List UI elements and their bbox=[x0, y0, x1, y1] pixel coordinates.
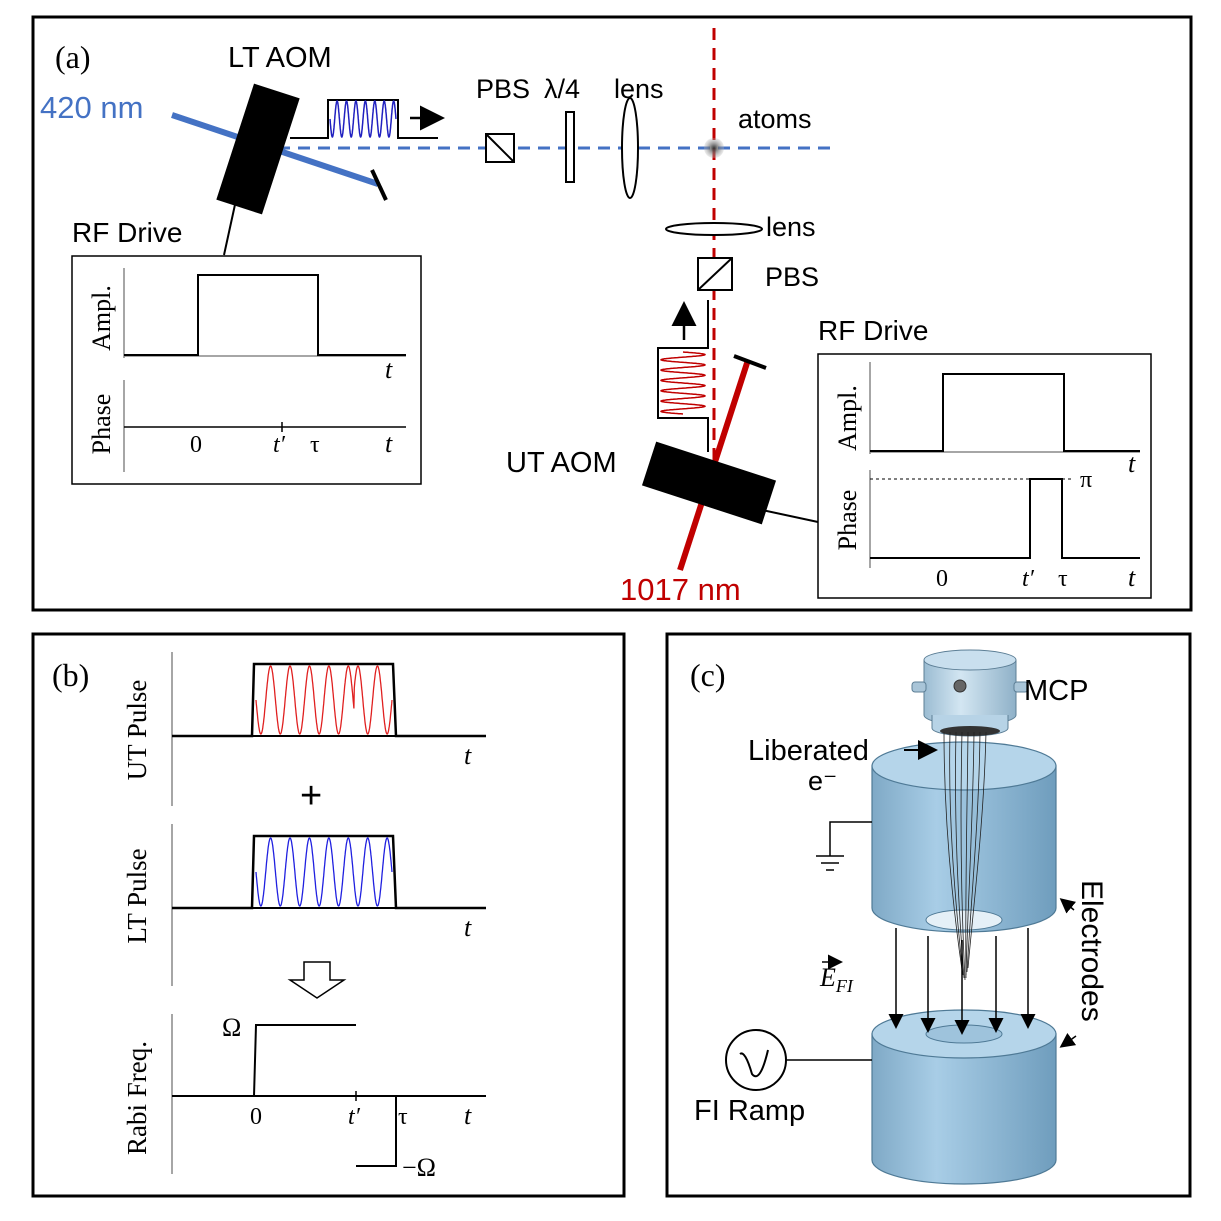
mcp-label: MCP bbox=[1024, 675, 1088, 707]
panel-b: (b) UT Pulse t + LT Pulse t bbox=[31, 632, 626, 1198]
omega-neg-label: −Ω bbox=[402, 1153, 436, 1182]
fi-ramp-label: FI Ramp bbox=[694, 1095, 805, 1127]
ut-pulse-t: t bbox=[464, 741, 472, 770]
ut-pulse-plot: UT Pulse t bbox=[122, 652, 486, 806]
plus-sign: + bbox=[300, 775, 322, 817]
rf-right-tick-0: 0 bbox=[936, 566, 948, 592]
rf-left-tick-tau: τ bbox=[310, 432, 320, 458]
rf-right-tick-tprime: t′ bbox=[1022, 566, 1035, 592]
ut-aom bbox=[641, 441, 777, 525]
rf-right-phase-label: Phase bbox=[833, 490, 862, 551]
rf-right-ampl-trace bbox=[870, 373, 1140, 452]
electrodes-label: Electrodes bbox=[1075, 880, 1108, 1022]
atom-cloud bbox=[704, 138, 724, 158]
panel-c-label: (c) bbox=[690, 657, 726, 693]
rf-drive-right-box bbox=[817, 353, 1152, 599]
beam-block-blue bbox=[370, 169, 388, 201]
ut-aom-label: UT AOM bbox=[506, 447, 617, 479]
atoms-label: atoms bbox=[738, 104, 812, 134]
rf-right-t1: t bbox=[1128, 449, 1136, 478]
rf-right-pi: π bbox=[1080, 467, 1092, 493]
fi-ramp-source-icon bbox=[725, 1029, 872, 1091]
rf-drive-right-ampl-plot: Ampl. t bbox=[833, 362, 1140, 478]
rabi-trace-neg bbox=[356, 1096, 397, 1167]
wavelength-blue-label: 420 nm bbox=[40, 90, 143, 125]
ut-aom-cable bbox=[761, 509, 819, 523]
rf-drive-left-phase-plot: Phase 0 t′ τ t bbox=[87, 380, 406, 472]
rf-right-ampl-label: Ampl. bbox=[833, 385, 862, 451]
rf-drive-left-box bbox=[71, 255, 422, 485]
rabi-t: t bbox=[464, 1101, 472, 1130]
waveplate-label: λ/4 bbox=[544, 74, 580, 104]
rf-left-tick-0: 0 bbox=[190, 432, 202, 458]
rf-right-tick-tau: τ bbox=[1058, 566, 1068, 592]
rf-drive-right-title: RF Drive bbox=[818, 315, 928, 346]
rf-drive-right-phase-plot: Phase π 0 t′ τ t bbox=[833, 467, 1140, 592]
rf-left-ampl-label: Ampl. bbox=[87, 285, 116, 351]
lt-aom-cable bbox=[223, 199, 237, 256]
panel-a-frame bbox=[31, 15, 1193, 612]
lens-side-label: lens bbox=[766, 212, 816, 242]
rf-left-phase-label: Phase bbox=[87, 394, 116, 455]
panel-b-frame bbox=[31, 632, 626, 1198]
lens-top bbox=[621, 97, 639, 199]
pbs-top-label: PBS bbox=[476, 74, 530, 104]
panel-a: (a) 420 nm LT AOM PBS λ/4 lens atoms bbox=[31, 15, 1193, 612]
panel-c-frame bbox=[665, 632, 1192, 1198]
rf-left-t1: t bbox=[385, 355, 393, 384]
electron-label: e⁻ bbox=[808, 766, 837, 796]
rf-right-t2: t bbox=[1128, 563, 1136, 592]
rf-right-phase-trace bbox=[870, 478, 1140, 559]
ground-icon bbox=[816, 821, 872, 871]
pbs-side-label: PBS bbox=[765, 262, 819, 292]
rf-left-t2: t bbox=[385, 429, 393, 458]
electrodes-arrow-upper bbox=[1059, 898, 1077, 914]
electrodes-arrow-lower bbox=[1059, 1032, 1077, 1048]
field-label: EFI bbox=[819, 963, 854, 996]
rf-left-ampl-trace bbox=[124, 274, 406, 356]
panel-c: (c) MCP bbox=[665, 632, 1192, 1198]
panel-a-label: (a) bbox=[55, 39, 91, 75]
rf-drive-left-ampl-plot: Ampl. t bbox=[87, 268, 406, 384]
field-arrows bbox=[888, 928, 1036, 1035]
ut-pulse-label: UT Pulse bbox=[122, 680, 152, 781]
rf-left-tick-tprime: t′ bbox=[273, 432, 286, 458]
rabi-label: Rabi Freq. bbox=[122, 1041, 152, 1155]
waveplate bbox=[565, 111, 575, 183]
lt-pulse-label: LT Pulse bbox=[122, 848, 152, 943]
lt-pulse-plot: LT Pulse t bbox=[122, 824, 486, 986]
rabi-trace-pos bbox=[172, 1024, 356, 1097]
rabi-tick-tau: τ bbox=[398, 1104, 408, 1130]
lt-aom bbox=[216, 83, 300, 215]
lt-aom-label: LT AOM bbox=[228, 42, 332, 74]
rabi-tick-tprime: t′ bbox=[348, 1104, 361, 1130]
omega-pos-label: Ω bbox=[222, 1013, 241, 1042]
rabi-tick-0: 0 bbox=[250, 1104, 262, 1130]
rabi-plot: Rabi Freq. Ω −Ω 0 t′ τ t bbox=[122, 1013, 486, 1182]
blue-pulse-icon bbox=[290, 99, 438, 139]
rf-drive-left-title: RF Drive bbox=[72, 217, 182, 248]
electron-trajectories bbox=[943, 731, 987, 981]
beam-block-red bbox=[733, 354, 767, 370]
upper-electrode bbox=[871, 741, 1057, 933]
red-pulse-icon bbox=[657, 300, 709, 452]
wavelength-red-label: 1017 nm bbox=[620, 572, 741, 607]
panel-b-label: (b) bbox=[52, 657, 89, 693]
lt-pulse-t: t bbox=[464, 913, 472, 942]
down-arrow-icon bbox=[287, 961, 347, 999]
lower-electrode bbox=[871, 1009, 1057, 1185]
liberated-label: Liberated bbox=[748, 735, 869, 767]
mcp-detector bbox=[911, 649, 1029, 737]
lens-top-label: lens bbox=[614, 74, 664, 104]
lens-side bbox=[665, 222, 763, 236]
